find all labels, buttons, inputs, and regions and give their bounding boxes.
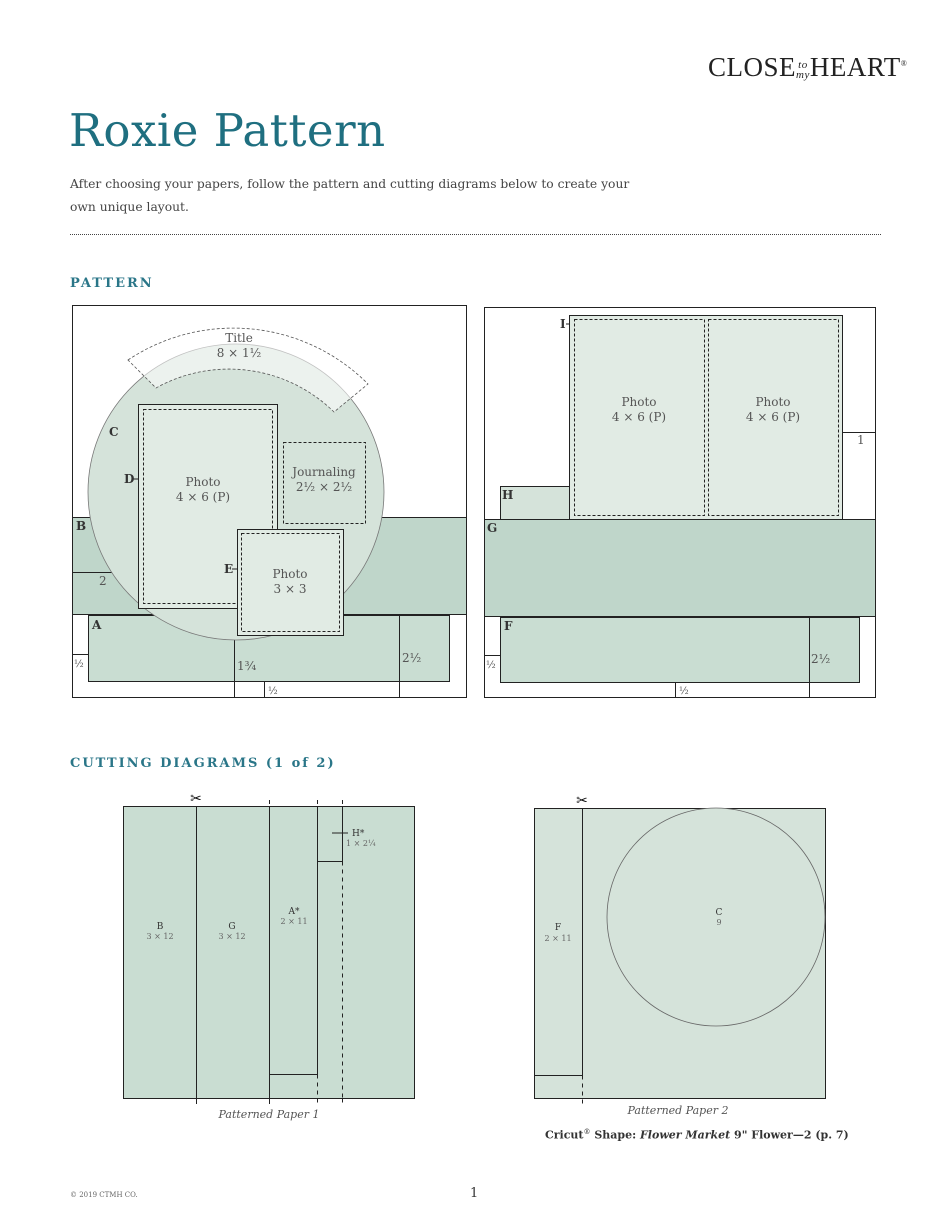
measure-two-half: 2½ xyxy=(402,651,421,665)
intro-text: After choosing your papers, follow the p… xyxy=(70,177,630,214)
cut-b-size: 3 × 12 xyxy=(146,932,173,941)
scissors-icon-2: ✂ xyxy=(576,793,588,809)
photo-right-size: 4 × 6 (P) xyxy=(746,410,800,424)
journaling-size: 2½ × 2½ xyxy=(296,480,352,494)
photo-small-size: 3 × 3 xyxy=(274,582,307,596)
cut-c-letter: C xyxy=(716,908,723,918)
cut-b-letter: B xyxy=(157,922,164,932)
letter-i: I xyxy=(560,317,566,331)
cricut-collection-name: Flower Market xyxy=(640,1128,731,1142)
dotted-divider xyxy=(70,234,881,235)
cut-g-size: 3 × 12 xyxy=(218,932,245,941)
page-number: 1 xyxy=(470,1186,479,1201)
piece-f xyxy=(500,617,860,683)
cut-h-size: 1 × 2¼ xyxy=(346,839,376,848)
letter-h: H xyxy=(502,488,513,502)
title-size: 8 × 1½ xyxy=(217,346,262,360)
measure-one-three-quarter: 1¾ xyxy=(237,659,257,673)
photo-left-label: Photo xyxy=(621,395,656,409)
letter-a: A xyxy=(91,618,102,632)
left-pattern-page: Title 8 × 1½ Photo 4 × 6 (P) Journaling … xyxy=(72,305,467,698)
measure-2: 2 xyxy=(99,574,107,588)
cut-g-letter: G xyxy=(228,922,235,932)
logo-registered-mark: ® xyxy=(900,59,908,68)
cutting-diagram-paper-1: ✂ B 3 × 12 G 3 × 12 A* 2 × 11 H* 1 × 2¼ xyxy=(123,791,415,1104)
copyright: © 2019 CTMH CO. xyxy=(70,1191,138,1199)
letter-c: C xyxy=(109,425,119,439)
piece-h xyxy=(500,486,570,520)
measure-one: 1 xyxy=(857,433,865,447)
cutting-heading: CUTTING DIAGRAMS (1 of 2) xyxy=(70,756,336,771)
paper-2-caption: Patterned Paper 2 xyxy=(627,1104,729,1117)
photo-right-label: Photo xyxy=(755,395,790,409)
photo-large-label: Photo xyxy=(185,475,220,489)
photo-small-label: Photo xyxy=(272,567,307,581)
photo-left-size: 4 × 6 (P) xyxy=(612,410,666,424)
photo-small-mat xyxy=(237,529,344,636)
letter-e: E xyxy=(224,562,233,576)
photo-large-size: 4 × 6 (P) xyxy=(176,490,230,504)
measure-half-left: ½ xyxy=(74,659,84,670)
cutting-diagram-paper-2: ✂ F 2 × 11 C 9 xyxy=(534,793,826,1104)
cut-a-letter: A* xyxy=(288,907,300,917)
right-pattern-page: Photo 4 × 6 (P) Photo 4 × 6 (P) I H G F … xyxy=(484,307,876,698)
title-label: Title xyxy=(225,331,253,345)
logo-part-heart: HEART xyxy=(809,52,901,82)
title-arc xyxy=(127,327,369,413)
cut-c-circle xyxy=(606,807,826,1027)
measure-half-left-right: ½ xyxy=(486,660,496,671)
letter-b: B xyxy=(76,519,86,533)
cut-f-letter: F xyxy=(555,923,561,933)
photo-mat-i xyxy=(569,315,843,520)
cut-a-size: 2 × 11 xyxy=(280,917,307,926)
pattern-heading: PATTERN xyxy=(70,276,154,291)
logo-part-close: CLOSE xyxy=(708,52,797,82)
paper-1-caption: Patterned Paper 1 xyxy=(218,1108,320,1121)
letter-g: G xyxy=(487,521,497,535)
journaling-box xyxy=(283,442,366,524)
cricut-shape-note: Cricut® Shape: Flower Market 9" Flower—2… xyxy=(545,1128,849,1142)
journaling-label: Journaling xyxy=(290,465,356,479)
cut-f-size: 2 × 11 xyxy=(544,934,571,943)
page-title: Roxie Pattern xyxy=(69,104,386,157)
measure-two-half-right: 2½ xyxy=(811,652,830,666)
piece-g xyxy=(484,519,876,617)
cut-c-size: 9 xyxy=(716,918,721,927)
measure-half-bottom-right: ½ xyxy=(679,686,689,697)
letter-d: D xyxy=(124,472,134,486)
measure-half-bottom: ½ xyxy=(268,686,278,697)
scissors-icon: ✂ xyxy=(190,791,202,807)
cut-h-letter: H* xyxy=(352,829,365,839)
letter-f: F xyxy=(504,619,513,633)
